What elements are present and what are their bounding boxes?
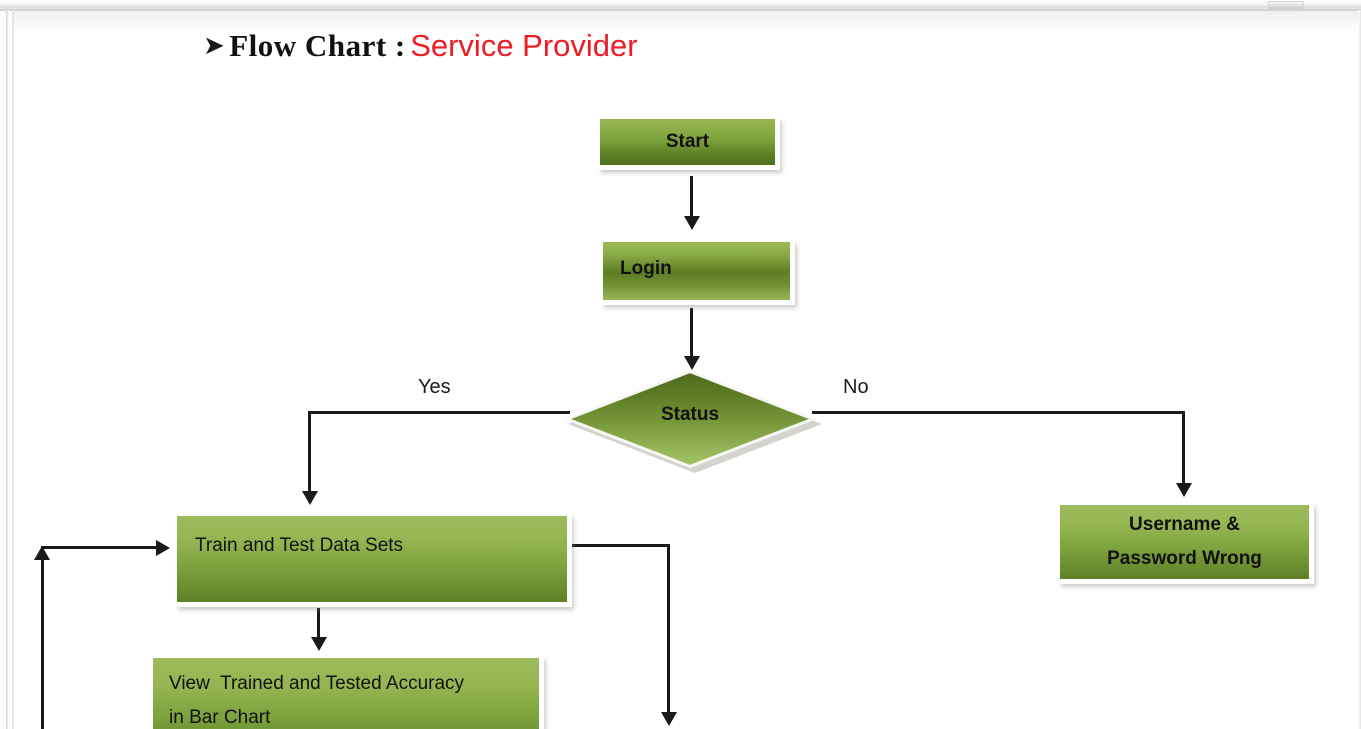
node-wrong-fill: Username & Password Wrong — [1060, 505, 1309, 579]
edge-login-status-line — [690, 308, 693, 358]
node-wrong-label: Username & Password Wrong — [1107, 514, 1262, 569]
edge-feedback-arrowhead — [156, 540, 170, 556]
node-view-accuracy-bar-chart[interactable]: View Trained and Tested Accuracy in Bar … — [148, 653, 544, 729]
node-train-label: Train and Test Data Sets — [195, 535, 404, 556]
edge-feedback-vertical — [41, 546, 44, 729]
node-login[interactable]: Login — [598, 237, 795, 305]
page-right-border — [1358, 10, 1361, 729]
node-login-fill: Login — [603, 242, 790, 300]
edge-status-yes-vertical — [308, 411, 311, 493]
edge-status-no-vertical — [1182, 411, 1185, 485]
node-view-fill: View Trained and Tested Accuracy in Bar … — [153, 658, 539, 729]
page-top-shade — [14, 11, 1358, 37]
edge-login-status-arrowhead — [684, 356, 700, 370]
edge-train-view-arrowhead — [311, 637, 327, 651]
edge-label-yes: Yes — [418, 376, 451, 398]
node-username-password-wrong[interactable]: Username & Password Wrong — [1055, 500, 1314, 584]
node-status-label: Status — [660, 404, 720, 425]
page-left-border-inner — [12, 10, 14, 729]
page-top-chrome — [0, 0, 1361, 10]
node-start-fill: Start — [600, 119, 775, 165]
page-top-divider — [0, 9, 1361, 11]
edge-status-no-arrowhead — [1176, 483, 1192, 497]
edge-train-offpage-vertical — [667, 544, 670, 714]
node-status-label-wrap: Status — [563, 370, 817, 468]
node-view-label: View Trained and Tested Accuracy in Bar … — [169, 673, 465, 728]
edge-train-offpage-horizontal — [523, 544, 670, 547]
page-left-border — [6, 10, 9, 729]
node-train-fill: Train and Test Data Sets — [177, 516, 567, 602]
edge-feedback-up-arrowhead — [34, 546, 50, 560]
node-login-label: Login — [620, 258, 672, 279]
node-status-decision[interactable]: Status — [563, 370, 822, 473]
edge-start-login-arrowhead — [684, 216, 700, 230]
page-title: ➤ Flow Chart : Service Provider — [203, 28, 638, 64]
edge-feedback-horizontal — [41, 546, 161, 549]
node-start-label: Start — [665, 131, 710, 152]
page-title-label: Flow Chart : — [229, 28, 406, 63]
edge-start-login-line — [690, 176, 693, 218]
edge-label-no: No — [843, 376, 869, 398]
edge-train-view-line — [317, 608, 320, 640]
edge-status-yes-horizontal — [308, 411, 570, 414]
node-train-and-test-data-sets[interactable]: Train and Test Data Sets — [172, 511, 572, 607]
edge-status-no-horizontal — [812, 411, 1185, 414]
scroll-thumb[interactable] — [1268, 1, 1304, 10]
node-start[interactable]: Start — [595, 114, 780, 170]
edge-status-yes-arrowhead — [302, 491, 318, 505]
page-title-accent: Service Provider — [410, 28, 638, 63]
edge-train-offpage-arrowhead — [661, 712, 677, 726]
arrow-bullet-icon: ➤ — [203, 31, 225, 61]
